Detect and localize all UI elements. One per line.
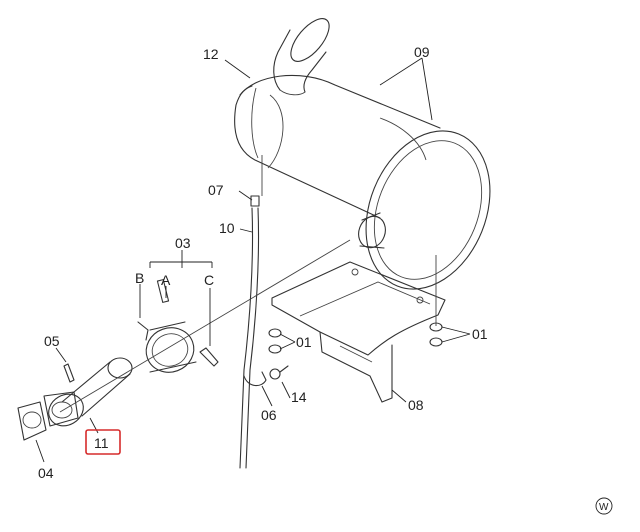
label-part-01-left: 01 bbox=[296, 334, 312, 350]
pipe-clamp bbox=[137, 279, 197, 373]
label-part-03: 03 bbox=[175, 235, 191, 251]
corner-mark-letter: W bbox=[599, 502, 609, 513]
label-callout-b: B bbox=[135, 270, 144, 286]
rod-clamp bbox=[243, 365, 289, 387]
nut-group-left bbox=[268, 328, 282, 354]
exhaust-pipe bbox=[48, 357, 133, 427]
muffler-inlet-stub bbox=[358, 212, 386, 249]
label-part-11: 11 bbox=[94, 435, 109, 451]
flange-gasket-outer bbox=[43, 391, 79, 427]
highlight-box-part-11 bbox=[85, 429, 121, 455]
nut-group-right bbox=[429, 322, 443, 347]
muffler-body bbox=[234, 74, 491, 290]
support-rod bbox=[239, 195, 260, 469]
label-part-12: 12 bbox=[203, 46, 219, 62]
label-part-08: 08 bbox=[408, 397, 424, 413]
label-part-01-right: 01 bbox=[472, 326, 488, 342]
bracket bbox=[271, 261, 446, 403]
leader-lines bbox=[35, 57, 471, 463]
label-part-07: 07 bbox=[208, 182, 224, 198]
label-part-10: 10 bbox=[219, 220, 235, 236]
label-part-06: 06 bbox=[261, 407, 277, 423]
clamp-bolt bbox=[199, 347, 219, 367]
label-part-04: 04 bbox=[38, 465, 54, 481]
label-part-09: 09 bbox=[414, 44, 430, 60]
assembly-centerline bbox=[59, 239, 351, 413]
outlet-elbow-pipe bbox=[273, 18, 330, 96]
label-callout-c: C bbox=[204, 272, 214, 288]
corner-mark: W bbox=[595, 497, 613, 515]
label-part-05: 05 bbox=[44, 333, 60, 349]
label-part-14: 14 bbox=[291, 389, 307, 405]
label-callout-a: A bbox=[161, 272, 171, 288]
gasket-bolt bbox=[63, 363, 75, 383]
flange-gasket-inner bbox=[17, 401, 47, 441]
